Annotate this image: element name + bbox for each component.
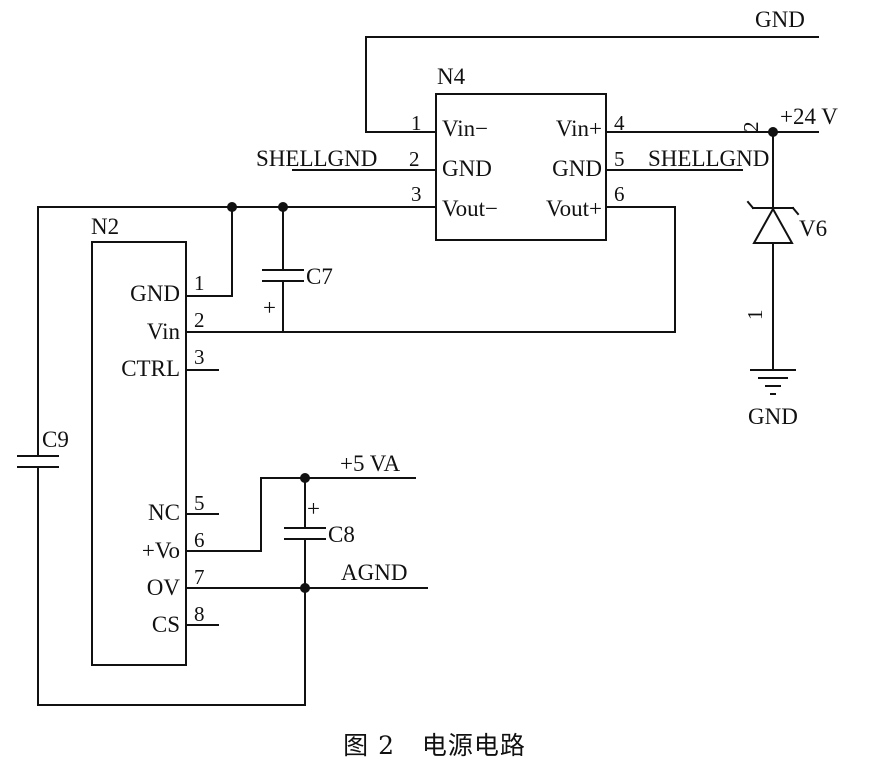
net-label-gnd-top: GND xyxy=(755,7,805,32)
n4-pin1-num: 1 xyxy=(411,111,422,135)
n2-ref: N2 xyxy=(91,214,119,239)
n2-pin1-name: GND xyxy=(130,281,180,306)
net-label-shellgnd-right: SHELLGND xyxy=(648,146,769,171)
n4-pin5-num: 5 xyxy=(614,147,625,171)
v6-pin1-num: 1 xyxy=(743,310,767,321)
n4-pin6-num: 6 xyxy=(614,182,625,206)
n2-pin7-num: 7 xyxy=(194,565,205,589)
v6-ref: V6 xyxy=(799,216,827,241)
n4-body xyxy=(435,93,607,241)
wire-n4-pin1-gnd xyxy=(365,36,819,133)
n4-ref: N4 xyxy=(437,64,466,89)
power-circuit-schematic: N4 Vin− GND Vout− Vin+ GND Vout+ 1 2 3 4… xyxy=(17,7,838,706)
figure-title: 电源电路 xyxy=(421,731,526,760)
c8-ref: C8 xyxy=(328,522,355,547)
c7-polarity: + xyxy=(263,295,276,320)
wire-c9-agnd xyxy=(37,466,306,706)
v6-diode-triangle xyxy=(752,206,794,244)
n2-pin2-num: 2 xyxy=(194,308,205,332)
c7-ref: C7 xyxy=(306,264,333,289)
wire-n2-pin6-5va xyxy=(185,477,416,552)
n4-pin2-num: 2 xyxy=(409,147,420,171)
figure-number: 图 2 xyxy=(343,731,395,760)
net-label-agnd: AGND xyxy=(341,560,407,585)
n2-pin5-num: 5 xyxy=(194,491,205,515)
n4-pin2-name: GND xyxy=(442,156,492,181)
n2-pin6-name: +Vo xyxy=(142,538,180,563)
n2-pin6-num: 6 xyxy=(194,528,205,552)
junction-24v xyxy=(768,127,778,137)
n2-pin2-name: Vin xyxy=(147,319,181,344)
junction-vout-n2-gnd xyxy=(227,202,237,212)
c9-ref: C9 xyxy=(42,427,69,452)
n4-pin6-name: Vout+ xyxy=(546,196,602,221)
n2-pin3-num: 3 xyxy=(194,345,205,369)
n4-pin1-name: Vin− xyxy=(442,116,488,141)
v6-cathode-hook-left xyxy=(746,200,755,210)
n2-pin8-num: 8 xyxy=(194,602,205,626)
n4-pin3-name: Vout− xyxy=(442,196,498,221)
n2-pin7-name: OV xyxy=(147,575,181,600)
n2-pin5-name: NC xyxy=(148,500,180,525)
net-label-24v: +24 V xyxy=(780,104,838,129)
wire-n4-pin6-n2-vin xyxy=(185,206,676,333)
n4-pin4-num: 4 xyxy=(614,111,625,135)
c8-polarity: + xyxy=(307,496,320,521)
wire-n2-pin1-gnd xyxy=(185,206,233,297)
figure-caption: 图 2 电源电路 xyxy=(0,726,869,762)
v6-cathode-hook-right xyxy=(791,206,800,216)
n2-pin1-num: 1 xyxy=(194,271,205,295)
v6-pin2-num: 2 xyxy=(739,122,763,133)
net-label-gnd-bottom: GND xyxy=(748,404,798,429)
net-label-shellgnd-left: SHELLGND xyxy=(256,146,377,171)
n2-body xyxy=(91,241,187,666)
n2-pin8-name: CS xyxy=(152,612,180,637)
n4-pin5-name: GND xyxy=(552,156,602,181)
net-label-5va: +5 VA xyxy=(340,451,400,476)
n2-pin3-name: CTRL xyxy=(121,356,180,381)
n4-pin4-name: Vin+ xyxy=(556,116,602,141)
n4-pin3-num: 3 xyxy=(411,182,422,206)
junction-5va xyxy=(300,473,310,483)
